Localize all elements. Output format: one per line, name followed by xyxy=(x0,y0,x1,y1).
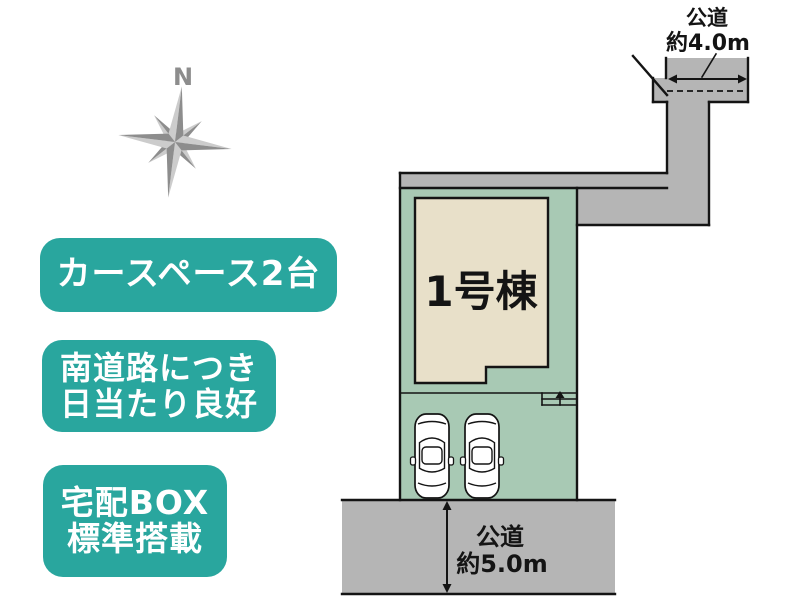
feature-badge-delivery-box-line1: 宅配BOX xyxy=(60,482,210,522)
car-icon xyxy=(409,413,455,499)
top-road-label-line1: 公道 xyxy=(686,6,728,30)
car-icon xyxy=(459,413,505,499)
feature-badge-delivery-box-line2: 標準搭載 xyxy=(67,519,203,558)
feature-badge-south-road: 南道路につき 日当たり良好 xyxy=(42,340,276,432)
compass-north-label: N xyxy=(173,63,193,91)
access-road-shape xyxy=(400,58,748,225)
entrance-arrow-icon xyxy=(555,391,565,406)
top-road-dimension-arrow xyxy=(667,52,748,92)
building-footprint xyxy=(413,196,550,385)
feature-badge-south-road-line2: 日当たり良好 xyxy=(59,385,258,423)
south-road-shape xyxy=(342,500,615,594)
south-road-label-line2: 約5.0m xyxy=(456,550,548,578)
feature-badge-car-space-label: カースペース2台 xyxy=(56,254,321,295)
south-road-label-line1: 公道 xyxy=(476,523,524,551)
feature-badge-delivery-box: 宅配BOX 標準搭載 xyxy=(43,465,227,577)
feature-badge-car-space: カースペース2台 xyxy=(40,238,337,312)
compass-rose-icon xyxy=(118,86,232,198)
building-label: 1号棟 xyxy=(424,267,538,316)
feature-badge-south-road-line1: 南道路につき xyxy=(59,348,258,387)
boundary-lines xyxy=(340,54,750,596)
south-road-dimension-arrow xyxy=(442,501,452,593)
top-road-label-line2: 約4.0m xyxy=(666,30,750,56)
